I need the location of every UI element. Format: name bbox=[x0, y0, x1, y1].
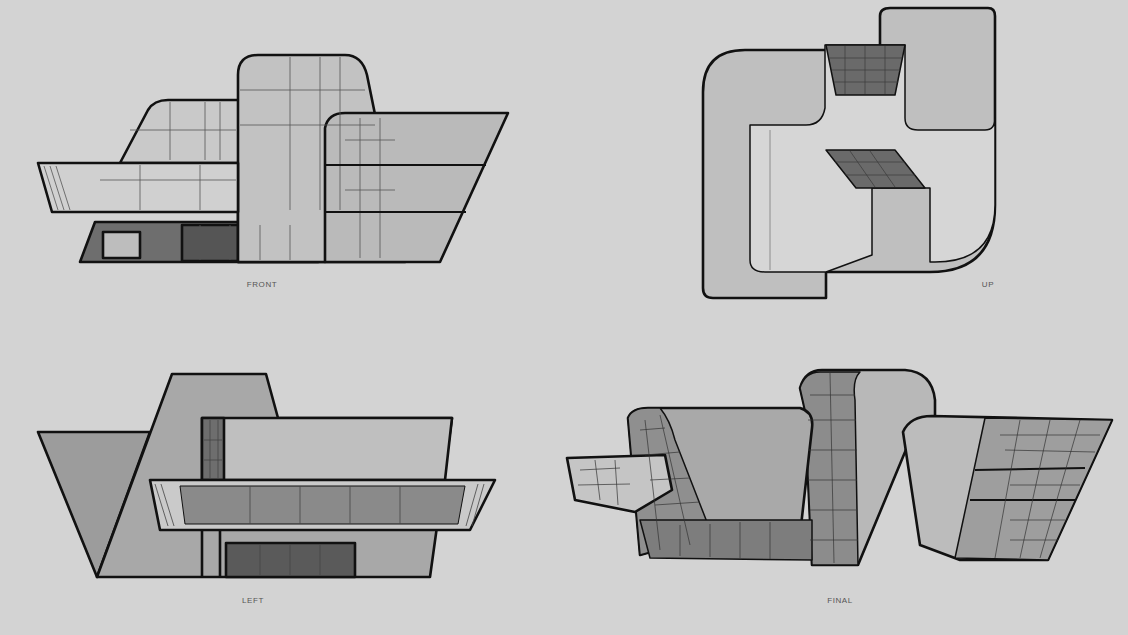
view-label: FINAL bbox=[827, 596, 853, 605]
final-view bbox=[567, 370, 1112, 565]
top-view bbox=[703, 8, 995, 298]
front-view bbox=[38, 55, 508, 262]
view-label: UP bbox=[982, 280, 994, 289]
view-label: FRONT bbox=[247, 280, 278, 289]
view-label: LEFT bbox=[242, 596, 264, 605]
left-view bbox=[38, 374, 495, 577]
